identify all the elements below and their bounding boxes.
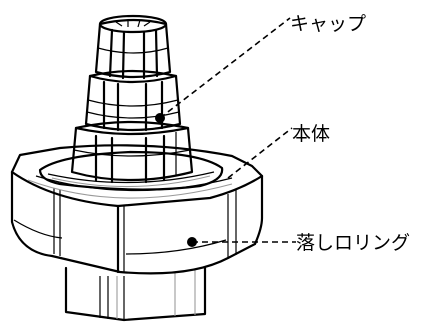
callout-cap: キャップ bbox=[155, 13, 366, 123]
drop-ring bbox=[10, 144, 264, 275]
callout-drop-ring: 落しロリング bbox=[187, 232, 410, 254]
callout-body: 本体 bbox=[227, 123, 330, 179]
base-stem bbox=[64, 266, 207, 322]
callout-cap-dot bbox=[155, 113, 165, 123]
callout-drop-ring-label: 落しロリング bbox=[296, 232, 410, 254]
callout-drop-ring-dot bbox=[187, 237, 197, 247]
body-flange bbox=[35, 150, 233, 192]
cap bbox=[70, 14, 194, 184]
callout-body-label: 本体 bbox=[292, 123, 330, 145]
callout-cap-label: キャップ bbox=[290, 13, 366, 35]
